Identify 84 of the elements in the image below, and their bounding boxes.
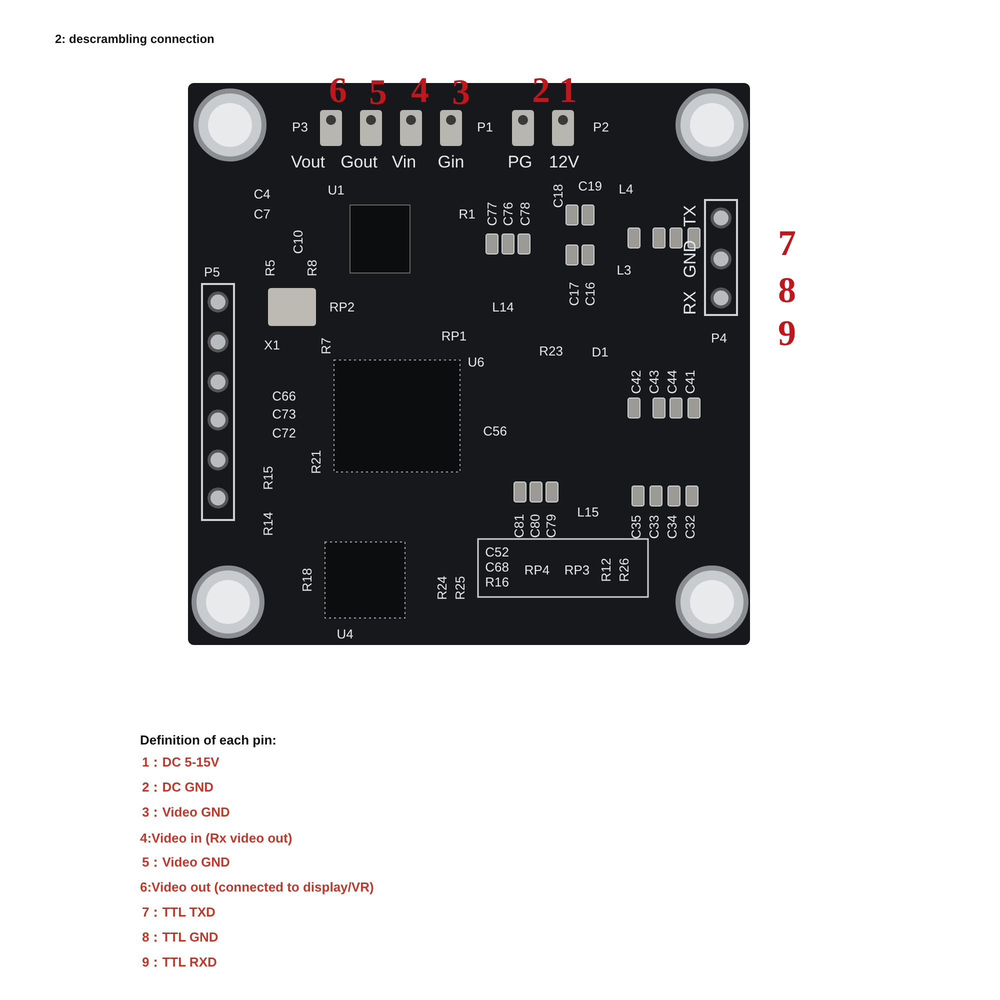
silkscreen-label: Vout (290, 154, 326, 170)
silkscreen-label: C78 (518, 202, 532, 226)
silkscreen-label: Gout (340, 154, 378, 170)
silkscreen-label: C19 (578, 180, 602, 192)
silkscreen-label: C33 (648, 515, 660, 539)
silkscreen-label: P1 (477, 120, 493, 134)
silkscreen-label: R15 (262, 466, 274, 490)
pin-number: 7 (778, 225, 796, 261)
silkscreen-label: R7 (320, 338, 332, 354)
pin-definition: 8：TTL GND (142, 930, 218, 944)
silkscreen-label: R1 (458, 208, 476, 220)
pin-definition: 4:Video in (Rx video out) (140, 832, 292, 844)
silkscreen-label: L14 (492, 300, 514, 314)
silkscreen-label: RP2 (329, 300, 355, 314)
silkscreen-label: RX (682, 291, 698, 315)
silkscreen-label: C41 (684, 370, 696, 394)
silkscreen-label: PG (508, 154, 532, 170)
pin-definition: 7：TTL TXD (142, 906, 216, 918)
silkscreen-label: C80 (528, 514, 542, 538)
pin-definition: 9：TTL RXD (142, 956, 217, 968)
silkscreen-label: C16 (584, 282, 596, 306)
silkscreen-label: C35 (630, 515, 642, 539)
pin-definition: 2：DC GND (142, 780, 214, 794)
silkscreen-label: X1 (264, 338, 280, 352)
silkscreen-label: R14 (262, 512, 274, 536)
silkscreen-label: Gin (438, 154, 464, 170)
silkscreen-label: TX (682, 205, 698, 227)
silkscreen-label: C7 (254, 208, 270, 220)
silkscreen-label: R26 (618, 558, 630, 582)
silkscreen-label: R16 (485, 576, 509, 588)
silkscreen-label: R25 (454, 576, 466, 600)
silkscreen-label: R24 (436, 576, 448, 600)
silkscreen-label: Vin (392, 154, 416, 170)
silkscreen-label: L15 (577, 506, 599, 518)
silkscreen-label: P4 (711, 332, 727, 344)
silkscreen-label: R12 (600, 558, 612, 582)
pin-number: 3 (452, 74, 470, 110)
silkscreen-label: RP4 (524, 564, 550, 576)
silkscreen-label: C56 (483, 424, 507, 438)
silkscreen-label: C68 (485, 560, 509, 574)
silkscreen-label: U4 (336, 628, 354, 640)
silkscreen-label: C81 (512, 514, 526, 538)
pin-definition: 3：Video GND (142, 806, 230, 818)
silkscreen-label: C66 (272, 390, 296, 402)
silkscreen-label: C34 (666, 515, 678, 539)
silkscreen-label: 12V (548, 154, 580, 170)
silkscreen-label: P5 (204, 266, 220, 278)
silkscreen-label: C77 (486, 202, 498, 226)
silkscreen-label: R18 (300, 568, 314, 592)
pin-number: 8 (778, 272, 796, 308)
silkscreen-label: P2 (593, 120, 609, 134)
silkscreen-label: C79 (544, 514, 558, 538)
silkscreen-label: C52 (485, 546, 509, 558)
silkscreen-label: C32 (684, 515, 696, 539)
pin-number: 9 (778, 315, 796, 351)
silkscreen-label: C42 (630, 370, 642, 394)
silkscreen-label: C76 (502, 202, 514, 226)
silkscreen-label: U6 (468, 356, 484, 368)
silkscreen-label: C73 (272, 408, 296, 420)
silkscreen-label: RP1 (441, 330, 467, 342)
silkscreen-label: U1 (328, 184, 344, 196)
silkscreen-label: R23 (539, 344, 563, 358)
silkscreen-label: C18 (552, 184, 564, 208)
silkscreen-label: C72 (272, 426, 296, 440)
pin-definition: 6:Video out (connected to display/VR) (140, 880, 374, 894)
silkscreen-label: RP3 (564, 564, 590, 576)
silkscreen-label: L4 (618, 182, 634, 196)
silkscreen-label: L3 (616, 264, 632, 276)
pin-number: 5 (369, 74, 387, 110)
silkscreen-label: P3 (292, 120, 308, 134)
silkscreen-label: C43 (648, 370, 660, 394)
section-heading: Definition of each pin: (140, 734, 276, 746)
silkscreen-label: R5 (264, 260, 276, 276)
silkscreen-label: C44 (666, 370, 678, 394)
silkscreen-label: C17 (568, 282, 580, 306)
silkscreen-label: R8 (306, 260, 318, 276)
pin-definition: 1：DC 5-15V (142, 756, 220, 768)
silkscreen-label: C10 (292, 230, 304, 254)
silkscreen-label: R21 (310, 450, 322, 474)
silkscreen-label: C4 (254, 188, 270, 200)
silkscreen-label: D1 (592, 346, 608, 358)
pin-definition: 5：Video GND (142, 856, 230, 868)
silkscreen-label: GND (682, 240, 698, 278)
heading: 2: descrambling connection (55, 32, 214, 46)
